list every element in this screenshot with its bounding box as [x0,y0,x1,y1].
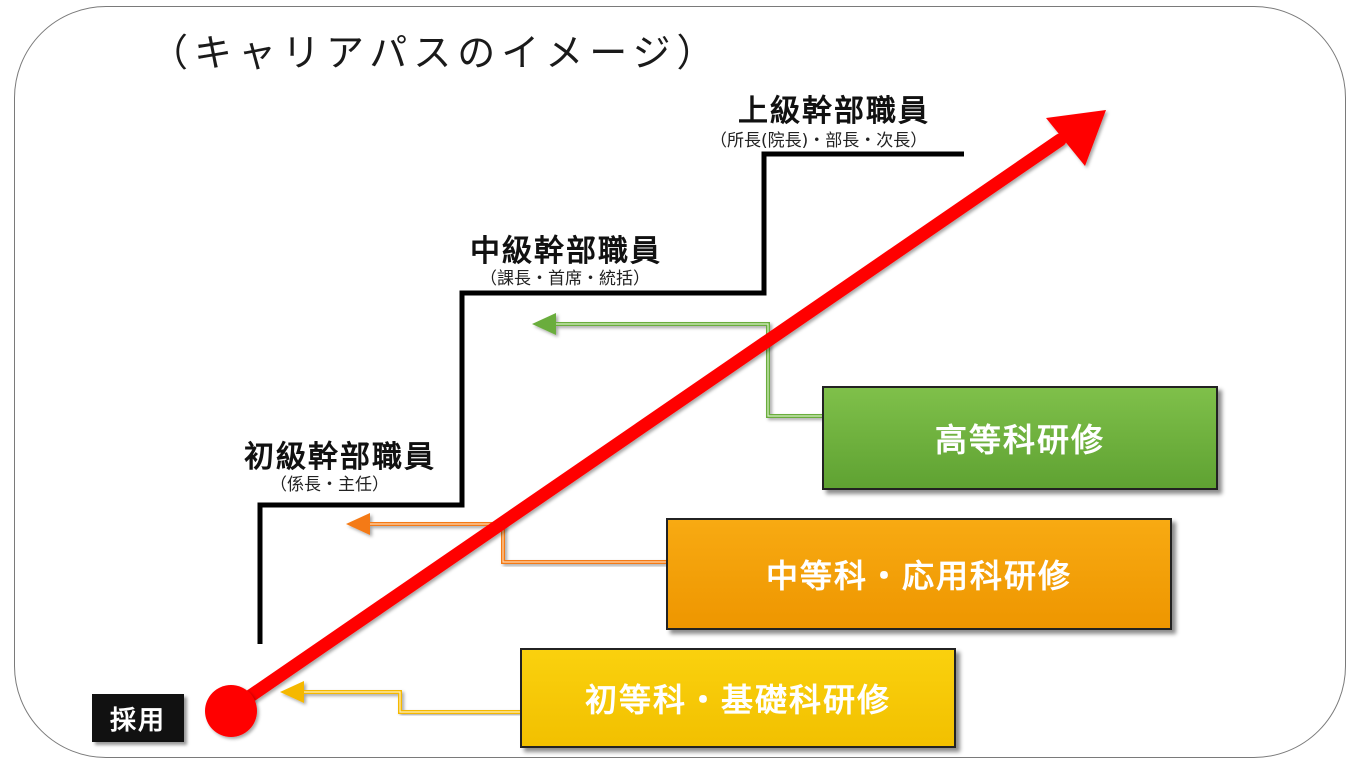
senior-level-title: 上級幹部職員 [738,94,930,129]
basic-training-box: 初等科・基礎科研修 [520,648,956,748]
advanced-training-connector [532,313,822,418]
intermediate-training-box: 中等科・応用科研修 [666,518,1172,630]
basic-training-connector [280,681,520,714]
middle-level-subtitle: （課長・首席・統括） [480,269,650,289]
hire-start-label: 採用 [92,694,184,742]
diagram-frame [14,6,1346,758]
intermediate-training-label: 中等科・応用科研修 [765,557,1072,595]
advanced-training-label: 高等科研修 [934,421,1105,459]
intermediate-training-connector [346,513,666,564]
advanced-training-box: 高等科研修 [822,386,1218,490]
growth-arrow [223,110,1106,717]
middle-level-title: 中級幹部職員 [470,234,662,269]
junior-level-subtitle: （係長・主任） [270,475,389,495]
diagram-heading: （キャリアパスのイメージ） [150,31,721,75]
junior-level-title: 初級幹部職員 [244,440,436,475]
career-staircase [257,151,964,644]
start-point-dot [205,685,257,737]
basic-training-label: 初等科・基礎科研修 [584,681,891,719]
senior-level-subtitle: （所長(院長)・部長・次長） [710,131,928,151]
